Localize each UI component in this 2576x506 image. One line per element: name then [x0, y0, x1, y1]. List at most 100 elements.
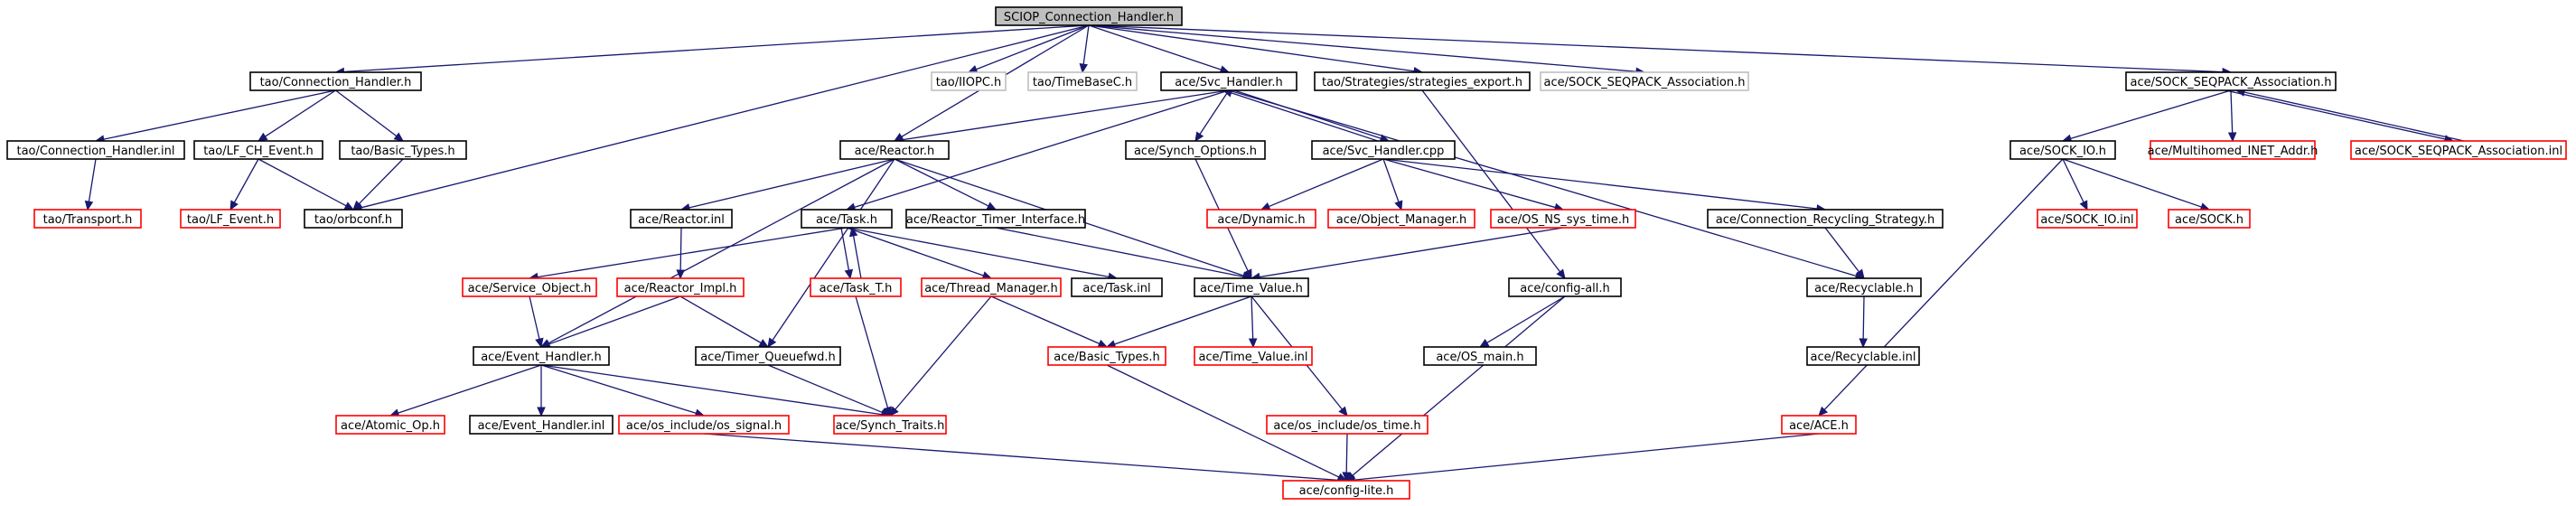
- node-label: ace/Event_Handler.inl: [478, 419, 605, 433]
- node-ace-ossignal[interactable]: ace/os_include/os_signal.h: [618, 415, 790, 435]
- node-ace-reactor[interactable]: ace/Reactor.h: [839, 140, 950, 160]
- node-tao-ch-inl[interactable]: tao/Connection_Handler.inl: [6, 140, 185, 160]
- node-ace-atomic[interactable]: ace/Atomic_Op.h: [335, 415, 445, 435]
- node-label: ace/Reactor.h: [855, 145, 935, 158]
- edge-ace_sockio-to-ace_ace: [1818, 158, 2064, 417]
- edge-tao_strat-to-ace_configall: [1421, 89, 1566, 279]
- node-label: tao/TimeBaseC.h: [1033, 76, 1132, 89]
- node-ace-task-inl[interactable]: ace/Task.inl: [1071, 277, 1163, 297]
- node-label: ace/Event_Handler.h: [481, 351, 602, 364]
- edge-ace_reactor-to-ace_evh: [539, 158, 895, 348]
- edge-ace_ostime-to-ace_configlite: [1342, 433, 1351, 483]
- node-ace-basic[interactable]: ace/Basic_Types.h: [1047, 346, 1166, 366]
- node-ace-synch-opt[interactable]: ace/Synch_Options.h: [1125, 140, 1266, 160]
- node-ace-dynamic[interactable]: ace/Dynamic.h: [1206, 209, 1316, 229]
- node-ace-osmain[interactable]: ace/OS_main.h: [1423, 346, 1537, 366]
- node-label: ace/Reactor.inl: [638, 213, 725, 227]
- node-label: ace/config-all.h: [1520, 282, 1610, 295]
- edge-ace_svc_cpp-to-ace_objmgr: [1382, 158, 1403, 211]
- edge-ace_reactor_inl-to-ace_rimpl: [676, 227, 685, 280]
- node-label: ace/SOCK_SEQPACK_Association.inl: [2355, 145, 2562, 158]
- node-ace-multi[interactable]: ace/Multihomed_INET_Addr.h: [2148, 140, 2318, 160]
- node-label: ace/Connection_Recycling_Strategy.h: [1716, 213, 1934, 227]
- node-tao-strat[interactable]: tao/Strategies/strategies_export.h: [1314, 71, 1531, 91]
- edge-ace_recyclable-to-ace_recyclable_inl: [1859, 295, 1868, 349]
- node-ace-ostime[interactable]: ace/os_include/os_time.h: [1266, 415, 1429, 435]
- node-ace-synchtraits[interactable]: ace/Synch_Traits.h: [833, 415, 947, 435]
- node-ace-configlite[interactable]: ace/config-lite.h: [1282, 480, 1410, 500]
- node-ace-sockio-inl[interactable]: ace/SOCK_IO.inl: [2037, 209, 2138, 229]
- edge-ace_evh-to-ace_atomic: [389, 364, 542, 417]
- node-tao-lfevent[interactable]: tao/LF_Event.h: [180, 209, 281, 229]
- node-ace-objmgr[interactable]: ace/Object_Manager.h: [1327, 209, 1475, 229]
- node-label: ace/Task_T.h: [820, 282, 893, 295]
- node-ace-rti[interactable]: ace/Reactor_Timer_Interface.h: [905, 209, 1086, 229]
- node-ace-sseq-gray[interactable]: ace/SOCK_SEQPACK_Association.h: [1540, 71, 1749, 91]
- node-label: ace/Dynamic.h: [1217, 213, 1305, 227]
- node-label: ace/Reactor_Timer_Interface.h: [906, 213, 1085, 227]
- edge-ace_reactor-to-ace_tqfwd: [767, 158, 895, 349]
- node-ace-sseq-inl[interactable]: ace/SOCK_SEQPACK_Association.inl: [2350, 140, 2567, 160]
- edge-ace_configall-to-ace_osmain: [1478, 295, 1566, 348]
- node-ace-sseq-h[interactable]: ace/SOCK_SEQPACK_Association.h: [2125, 71, 2337, 91]
- node-ace-evh-inl[interactable]: ace/Event_Handler.inl: [469, 415, 614, 435]
- node-ace-crs[interactable]: ace/Connection_Recycling_Strategy.h: [1707, 209, 1944, 229]
- node-label: ace/Atomic_Op.h: [341, 419, 440, 433]
- node-tao-timebase[interactable]: tao/TimeBaseC.h: [1027, 71, 1138, 91]
- node-ace-rimpl[interactable]: ace/Reactor_Impl.h: [616, 277, 745, 297]
- node-ace-task[interactable]: ace/Task.h: [801, 209, 893, 229]
- node-label: ace/Recyclable.inl: [1811, 351, 1916, 364]
- node-label: ace/OS_main.h: [1436, 351, 1523, 364]
- node-ace-thrmgr[interactable]: ace/Thread_Manager.h: [921, 277, 1062, 297]
- node-ace-evh[interactable]: ace/Event_Handler.h: [473, 346, 610, 366]
- edge-ace_reactor-to-ace_reactor_inl: [679, 158, 895, 212]
- node-label: tao/Transport.h: [43, 213, 133, 227]
- node-label: ace/SOCK_SEQPACK_Association.h: [1544, 76, 1746, 89]
- node-ace-svcobj[interactable]: ace/Service_Object.h: [462, 277, 597, 297]
- node-ace-task-t[interactable]: ace/Task_T.h: [810, 277, 902, 297]
- edge-ace_task_t-to-ace_synchtraits: [855, 295, 892, 417]
- nodes-layer: SCIOP_Connection_Handler.htao/Connection…: [6, 6, 2567, 500]
- node-label: ace/Task.h: [816, 213, 877, 227]
- node-tao-orbconf[interactable]: tao/orbconf.h: [304, 209, 403, 229]
- edge-tao_basic-to-tao_orbconf: [352, 158, 404, 211]
- node-tao-basic[interactable]: tao/Basic_Types.h: [339, 140, 467, 160]
- node-ace-sock[interactable]: ace/SOCK.h: [2168, 209, 2251, 229]
- node-ace-reactor-inl[interactable]: ace/Reactor.inl: [630, 209, 733, 229]
- edge-ace_task-to-ace_svcobj: [528, 227, 848, 282]
- edge-ace_svcobj-to-ace_evh: [529, 295, 544, 349]
- node-tao-iiopc[interactable]: tao/IIOPC.h: [931, 71, 1007, 91]
- edge-root-to-tao_iiopc: [967, 24, 1090, 73]
- edge-tao_lfch-to-tao_lfevent: [229, 158, 259, 211]
- edge-tao_lfch-to-tao_orbconf: [258, 158, 355, 211]
- node-ace-recyclable[interactable]: ace/Recyclable.h: [1806, 277, 1922, 297]
- node-label: ace/Basic_Types.h: [1054, 351, 1159, 364]
- node-label: ace/SOCK_IO.inl: [2040, 213, 2133, 227]
- node-ace-osns[interactable]: ace/OS_NS_sys_time.h: [1490, 209, 1636, 229]
- node-ace-timeval[interactable]: ace/Time_Value.h: [1194, 277, 1309, 297]
- edge-ace_svc_h-to-ace_svc_cpp: [1233, 89, 1391, 143]
- edge-ace_configall-to-ace_configlite: [1345, 295, 1566, 482]
- edge-ace_task-to-ace_task_inl: [846, 227, 1119, 281]
- edge-root-to-ace_sseq_h: [1088, 24, 2233, 77]
- node-label: ace/SOCK_IO.h: [2019, 145, 2106, 158]
- node-label: ace/Synch_Options.h: [1134, 145, 1257, 158]
- node-tao-transport[interactable]: tao/Transport.h: [33, 209, 142, 229]
- node-ace-tqfwd[interactable]: ace/Timer_Queuefwd.h: [695, 346, 841, 366]
- node-ace-svc-h[interactable]: ace/Svc_Handler.h: [1160, 71, 1297, 91]
- node-ace-timeval-inl[interactable]: ace/Time_Value.inl: [1194, 346, 1313, 366]
- node-label: ace/Task.inl: [1082, 282, 1150, 295]
- node-ace-ace[interactable]: ace/ACE.h: [1781, 415, 1857, 435]
- node-ace-sockio[interactable]: ace/SOCK_IO.h: [2009, 140, 2116, 160]
- node-tao-lfch[interactable]: tao/LF_CH_Event.h: [193, 140, 323, 160]
- node-ace-svc-cpp[interactable]: ace/Svc_Handler.cpp: [1311, 140, 1456, 160]
- node-label: ace/os_include/os_time.h: [1273, 419, 1420, 433]
- node-tao-ch-h[interactable]: tao/Connection_Handler.h: [249, 71, 422, 91]
- node-label: tao/Basic_Types.h: [351, 145, 454, 158]
- edge-tao_ch_h-to-tao_basic: [335, 89, 404, 142]
- node-ace-recyclable-inl[interactable]: ace/Recyclable.inl: [1806, 346, 1920, 366]
- node-ace-configall[interactable]: ace/config-all.h: [1508, 277, 1622, 297]
- edge-ace_thrmgr-to-ace_basic: [990, 295, 1109, 348]
- node-label: ace/Svc_Handler.h: [1175, 76, 1282, 89]
